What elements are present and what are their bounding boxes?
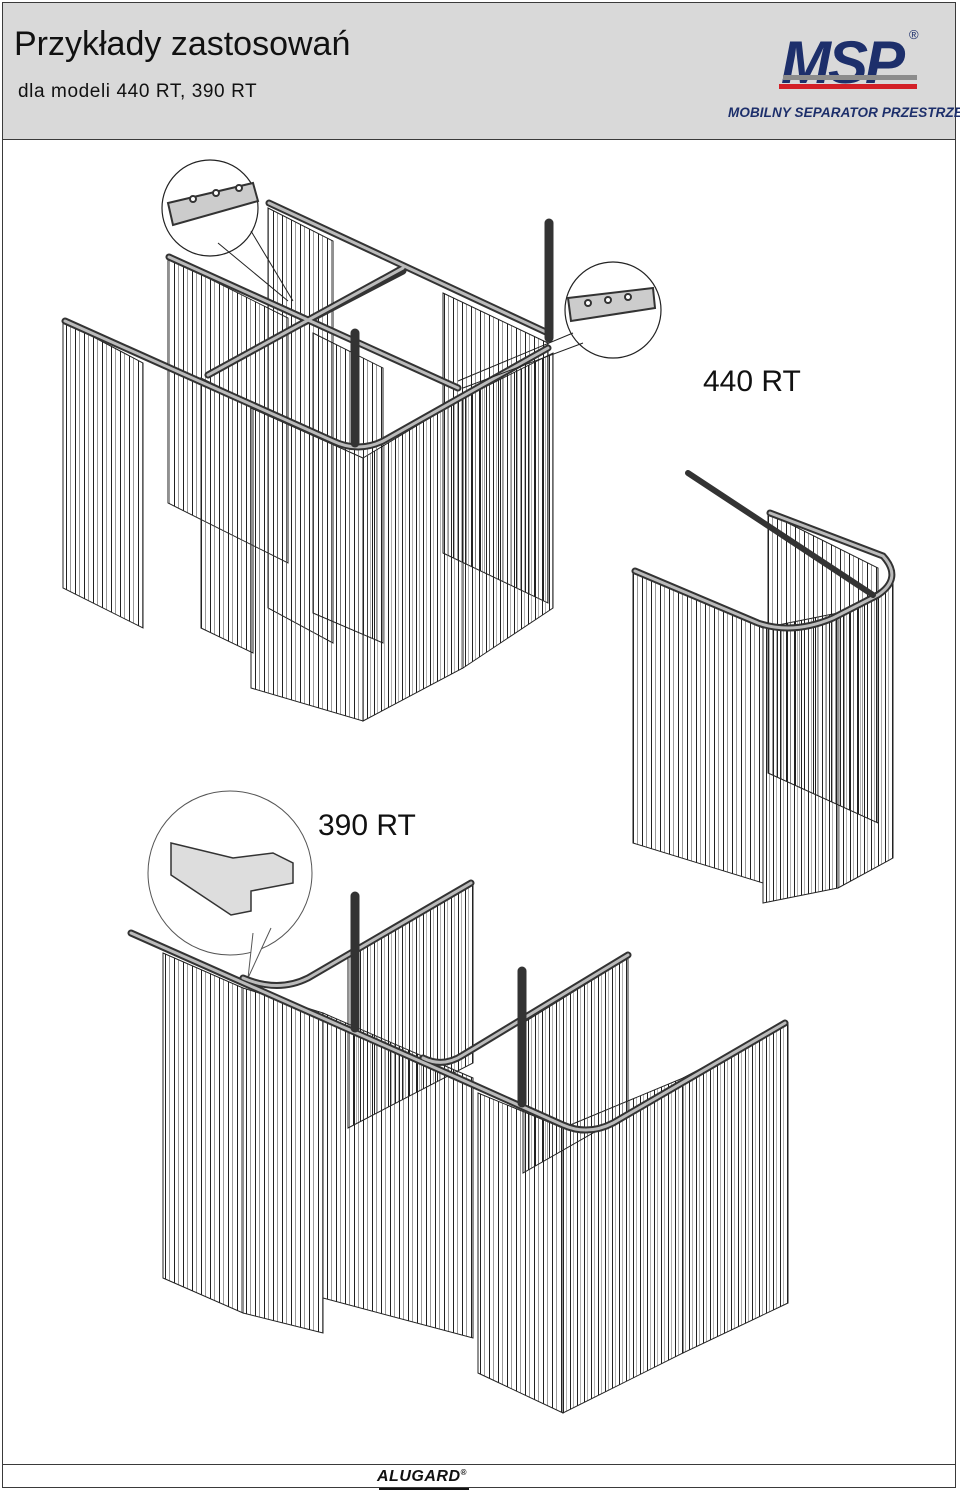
booth-illustration-440-multi bbox=[61, 159, 662, 722]
u-rail-highlight bbox=[633, 511, 894, 630]
curtain-panel bbox=[62, 320, 144, 629]
model-label-390-rt: 390 RT bbox=[318, 809, 416, 842]
rail-highlight bbox=[63, 201, 550, 449]
registered-mark: ® bbox=[460, 1468, 467, 1477]
support-arm bbox=[685, 470, 876, 598]
msp-logo-mark: MSP ® bbox=[779, 27, 919, 96]
callout-leader bbox=[250, 230, 294, 302]
alugard-logo: ALUGARD® bbox=[377, 1468, 467, 1486]
logo-red-bar bbox=[779, 84, 917, 89]
logo-gray-bar bbox=[783, 75, 917, 80]
curtain-panel bbox=[767, 512, 879, 824]
registered-mark: ® bbox=[909, 27, 919, 42]
booth-illustration-390 bbox=[127, 790, 789, 1414]
callout-leader bbox=[217, 242, 289, 302]
booth-illustration-440-single bbox=[631, 470, 896, 904]
footer-divider bbox=[3, 1464, 955, 1465]
curtain-panel bbox=[312, 332, 384, 644]
callout-leader bbox=[462, 342, 584, 389]
curtain-panel bbox=[242, 987, 324, 1334]
connector-detail bbox=[566, 286, 657, 323]
msp-logo: MSP ® MOBILNY SEPARATOR PRZESTRZENI bbox=[721, 25, 960, 123]
curtain-system-illustrations bbox=[61, 159, 896, 1414]
callout-leader bbox=[457, 332, 574, 382]
model-label-440-rt: 440 RT bbox=[703, 365, 801, 398]
page-header: Przykłady zastosowań dla modeli 440 RT, … bbox=[3, 3, 960, 140]
curtain-panel bbox=[162, 952, 244, 1314]
curtain-panel bbox=[462, 352, 554, 669]
logo-tagline: MOBILNY SEPARATOR PRZESTRZENI bbox=[728, 105, 960, 120]
curtain-panel bbox=[200, 377, 254, 654]
t-connector-detail bbox=[170, 842, 294, 916]
alugard-underline bbox=[379, 1488, 469, 1490]
alugard-wordmark: ALUGARD bbox=[377, 1468, 461, 1485]
rail-highlight bbox=[129, 881, 787, 1132]
connector-detail bbox=[166, 181, 260, 227]
page-subtitle: dla modeli 440 RT, 390 RT bbox=[18, 81, 258, 102]
page-title: Przykłady zastosowań bbox=[14, 25, 351, 63]
